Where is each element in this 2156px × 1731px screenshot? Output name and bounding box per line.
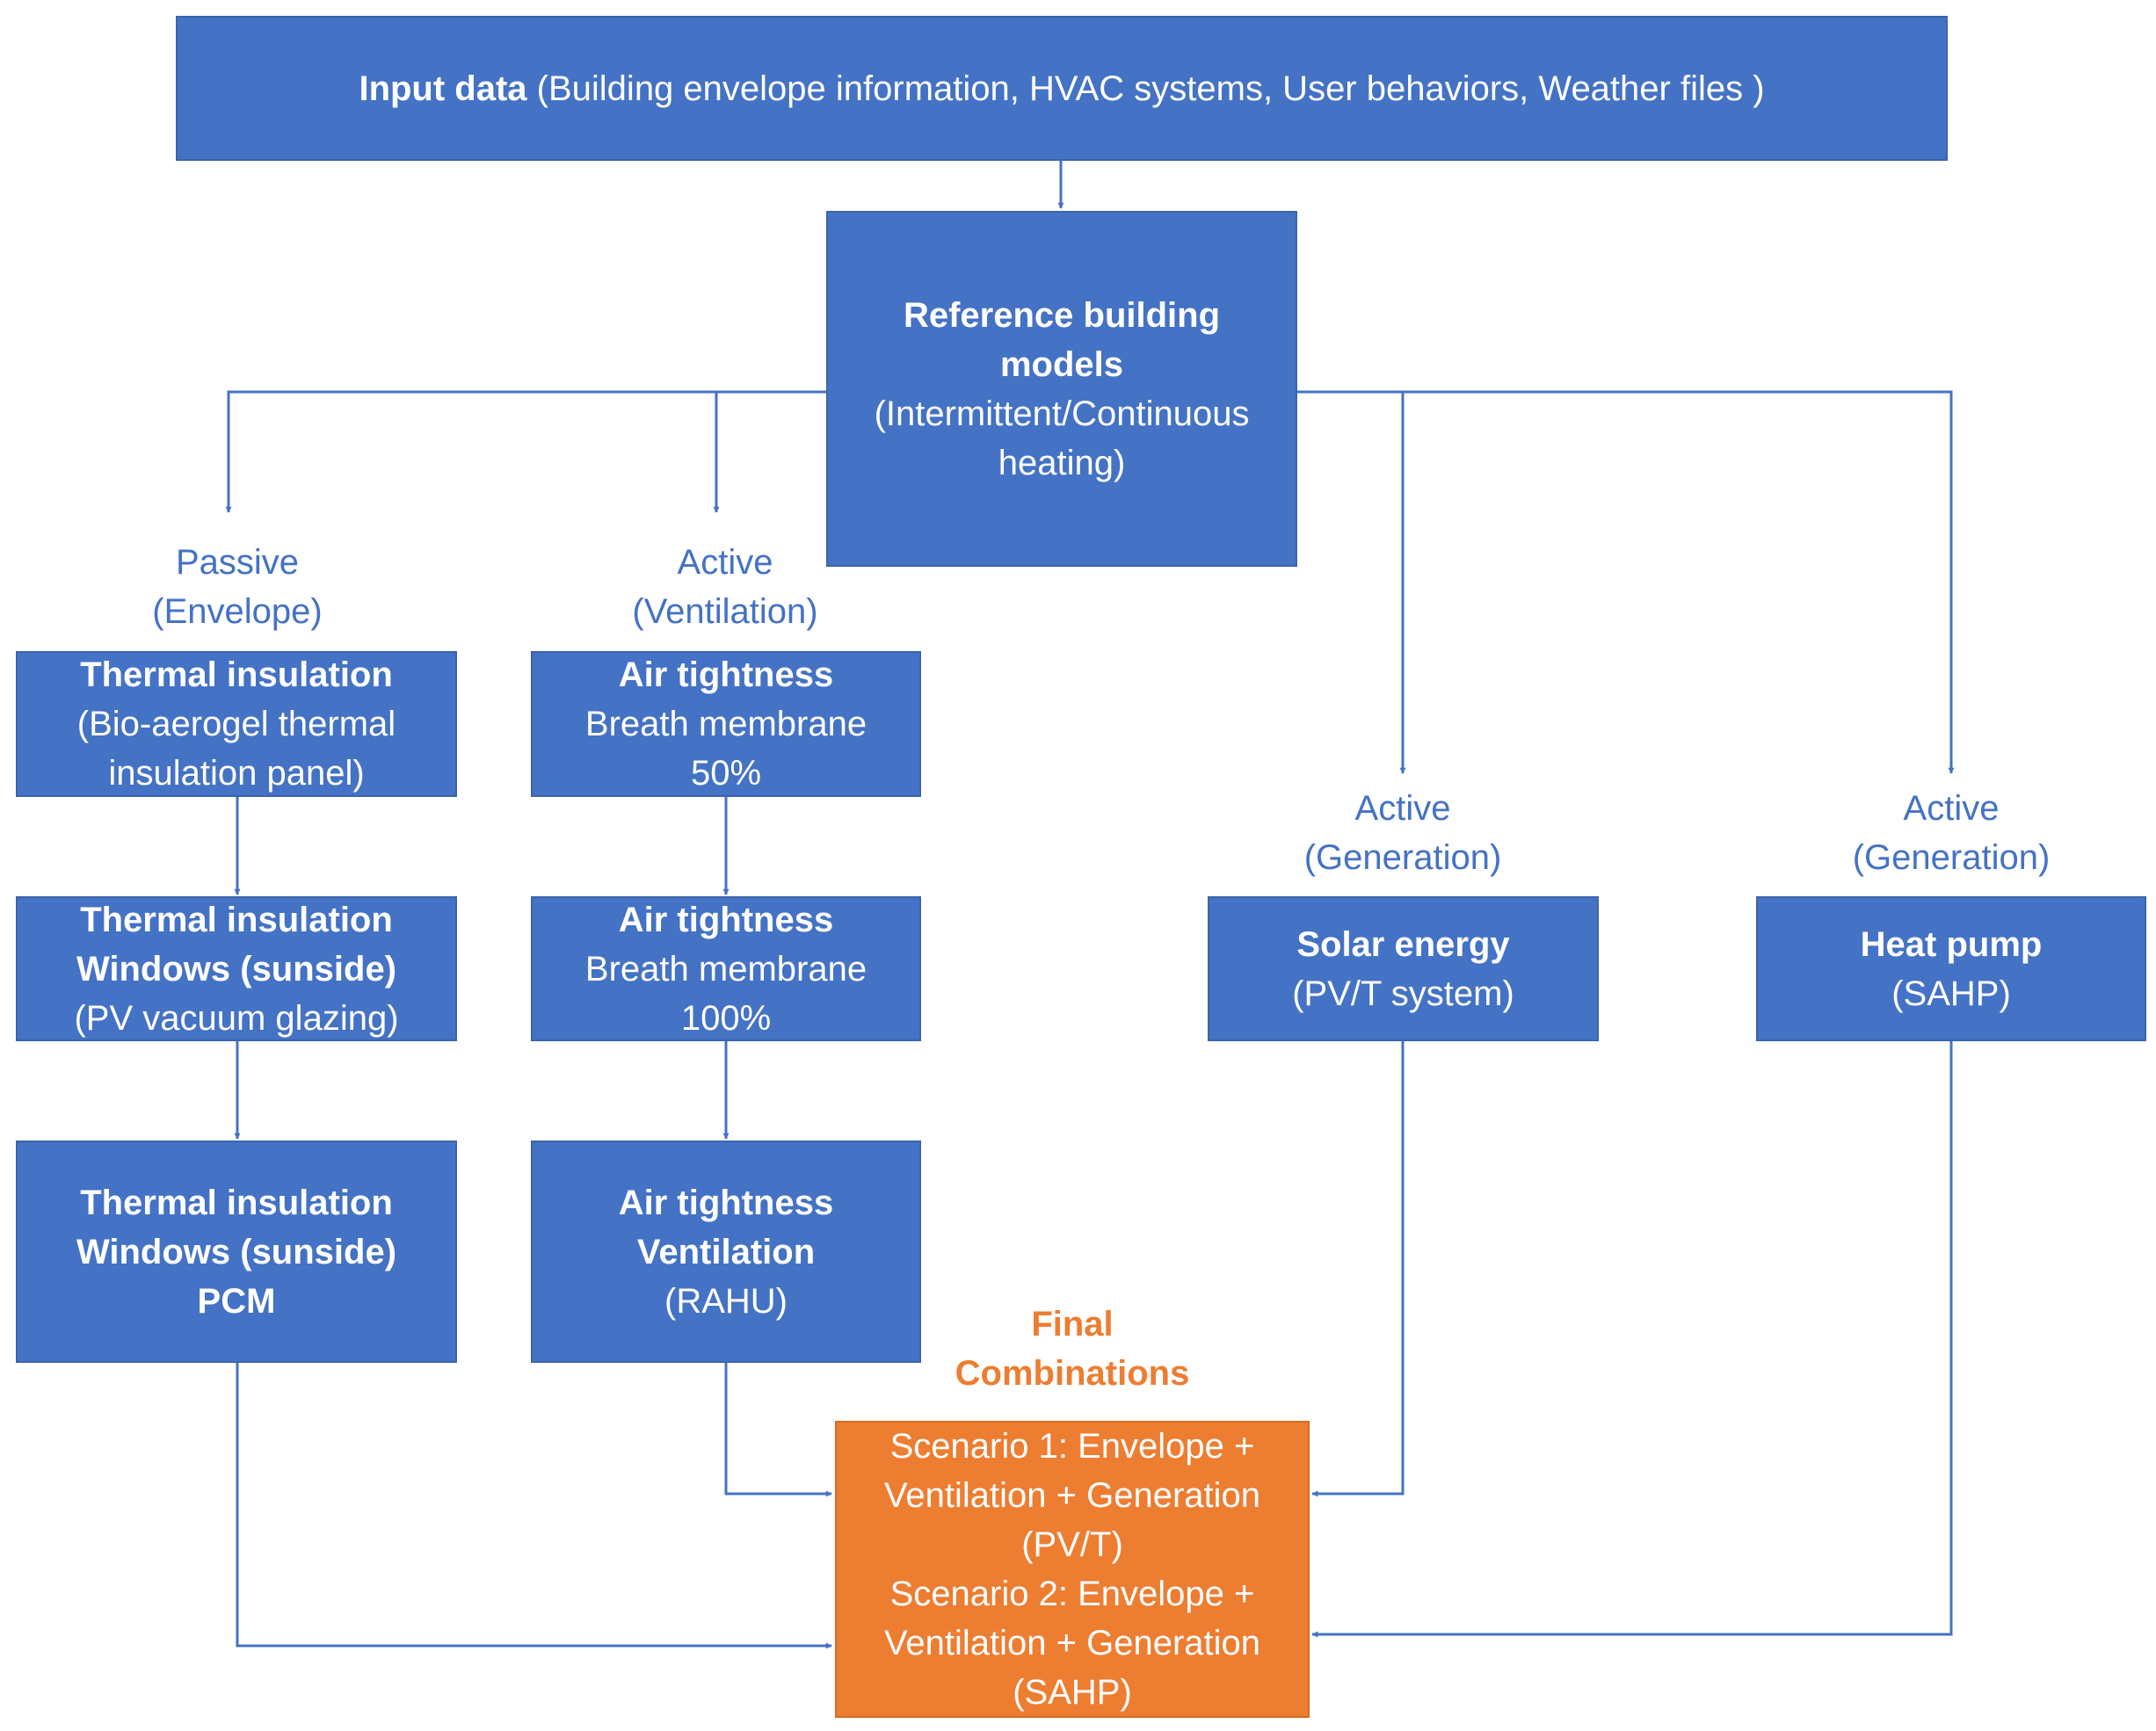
category-passive-envelope: Passive (Envelope): [88, 538, 387, 636]
category-active-generation-solar: Active (Generation): [1253, 784, 1552, 882]
ventilation-step-1-box: Air tightness Breath membrane 50%: [531, 651, 921, 797]
category-passive-line-1: Passive: [175, 543, 300, 582]
ventilation-step-1-sub-2: 50%: [690, 754, 762, 793]
ventilation-step-3-sub: (RAHU): [664, 1281, 788, 1321]
arrow-envelope-to-final: [236, 1363, 832, 1649]
envelope-step-1-title: Thermal insulation: [80, 655, 393, 694]
solar-energy-box: Solar energy (PV/T system): [1208, 896, 1599, 1041]
envelope-step-2-sub: (PV vacuum glazing): [74, 998, 399, 1038]
envelope-step-3-title-3: PCM: [197, 1281, 276, 1321]
category-active-ventilation: Active (Ventilation): [576, 538, 875, 636]
ventilation-step-1-sub-1: Breath membrane: [584, 705, 867, 743]
envelope-step-1-sub-1: (Bio-aerogel thermal: [76, 705, 396, 743]
envelope-step-2-box: Thermal insulation Windows (sunside) (PV…: [16, 896, 457, 1041]
reference-subtitle-line-2: heating): [998, 443, 1126, 482]
category-heatpump-line-1: Active: [1903, 789, 2000, 828]
solar-energy-sub: (PV/T system): [1292, 974, 1514, 1013]
scenario-1-line-1: Scenario 1: Envelope +: [889, 1427, 1255, 1466]
input-data-label: Input data: [359, 69, 527, 108]
scenario-1-line-2: Ventilation + Generation: [883, 1476, 1261, 1515]
heat-pump-sub: (SAHP): [1891, 974, 2011, 1013]
scenario-2-line-1: Scenario 2: Envelope +: [889, 1575, 1255, 1613]
ventilation-step-2-title: Air tightness: [618, 900, 834, 939]
envelope-step-3-box: Thermal insulation Windows (sunside) PCM: [16, 1141, 457, 1363]
heat-pump-box: Heat pump (SAHP): [1756, 896, 2146, 1041]
arrow-reference-to-solar: [1296, 390, 1406, 774]
heat-pump-title: Heat pump: [1860, 924, 2043, 964]
envelope-step-2-title-2: Windows (sunside): [76, 949, 397, 989]
arrow-reference-to-passive: [225, 390, 826, 513]
envelope-step-3-title-2: Windows (sunside): [76, 1232, 397, 1271]
scenario-2-line-2: Ventilation + Generation: [883, 1624, 1261, 1662]
envelope-step-2-title-1: Thermal insulation: [80, 900, 393, 939]
reference-subtitle-line-1: (Intermittent/Continuous: [874, 394, 1250, 433]
envelope-step-1-sub-2: insulation panel): [108, 754, 365, 793]
ventilation-step-3-title-2: Ventilation: [636, 1232, 816, 1271]
input-data-details: (Building envelope information, HVAC sys…: [526, 69, 1765, 108]
solar-energy-title: Solar energy: [1296, 924, 1510, 964]
input-data-box: Input data (Building envelope informatio…: [176, 16, 1948, 161]
arrow-ventilation-to-final: [724, 1363, 832, 1497]
category-active-generation-heatpump: Active (Generation): [1802, 784, 2101, 882]
scenario-1-line-3: (PV/T): [1021, 1525, 1123, 1564]
ventilation-step-3-box: Air tightness Ventilation (RAHU): [531, 1141, 921, 1363]
ventilation-step-2-sub-2: 100%: [680, 998, 772, 1038]
ventilation-step-2-sub-1: Breath membrane: [584, 949, 867, 989]
final-title-line-1: Final: [1031, 1305, 1114, 1344]
category-solar-line-1: Active: [1354, 789, 1451, 828]
reference-title-line-2: models: [999, 344, 1124, 384]
reference-title-line-1: Reference building: [903, 295, 1221, 335]
category-solar-line-2: (Generation): [1303, 838, 1502, 877]
category-ventilation-line-1: Active: [677, 543, 773, 582]
ventilation-step-1-title: Air tightness: [618, 655, 834, 694]
ventilation-step-2-box: Air tightness Breath membrane 100%: [531, 896, 921, 1041]
envelope-step-1-box: Thermal insulation (Bio-aerogel thermal …: [16, 651, 457, 797]
final-title-line-2: Combinations: [955, 1354, 1190, 1393]
envelope-step-3-title-1: Thermal insulation: [80, 1183, 393, 1222]
category-passive-line-2: (Envelope): [152, 592, 323, 631]
arrow-reference-to-heatpump: [1397, 390, 1955, 774]
category-ventilation-line-2: (Ventilation): [632, 592, 818, 631]
scenario-2-line-3: (SAHP): [1013, 1673, 1132, 1712]
category-heatpump-line-2: (Generation): [1852, 838, 2051, 877]
reference-building-box: Reference building models (Intermittent/…: [826, 211, 1297, 567]
final-combinations-title: Final Combinations: [897, 1300, 1248, 1398]
arrow-solar-to-final: [1311, 1041, 1405, 1497]
final-combinations-box: Scenario 1: Envelope + Ventilation + Gen…: [835, 1421, 1310, 1718]
arrow-heatpump-to-final: [1311, 1041, 1953, 1638]
ventilation-step-3-title-1: Air tightness: [618, 1183, 834, 1222]
